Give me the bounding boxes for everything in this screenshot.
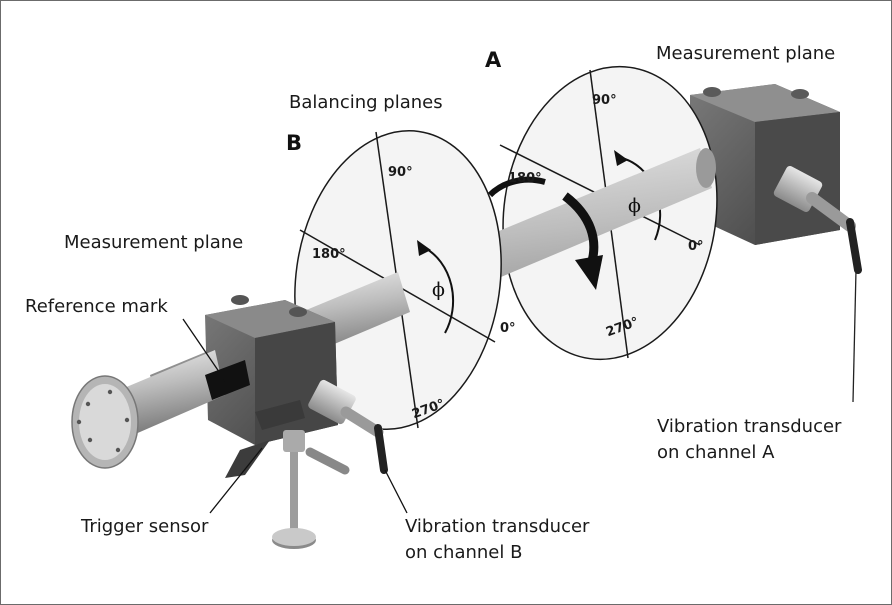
disc-b-phi-label: ϕ	[432, 279, 445, 301]
disc-a-0-label: 0°	[688, 239, 704, 254]
trigger-sensor-label: Trigger sensor	[81, 516, 209, 537]
balancing-planes-label: Balancing planes	[289, 92, 443, 113]
plane-b-letter: B	[286, 131, 303, 155]
trigger-sensor	[225, 400, 350, 549]
disc-a-phi-label: ϕ	[628, 195, 641, 217]
measurement-plane-left-label: Measurement plane	[64, 232, 244, 253]
vibration-transducer-a-label-line1: Vibration transducer	[657, 416, 842, 437]
reference-mark	[205, 360, 250, 400]
reference-mark-label: Reference mark	[25, 296, 168, 317]
disc-b-90-label: 90°	[388, 165, 413, 180]
disc-b-180-label: 180°	[312, 247, 346, 262]
disc-a-90-label: 90°	[592, 93, 617, 108]
vibration-transducer-b	[308, 379, 388, 474]
vibration-transducer-a-label-line2: on channel A	[657, 442, 775, 463]
plane-a-letter: A	[485, 48, 502, 72]
disc-b-0-label: 0°	[500, 321, 516, 336]
shaft-flange	[71, 350, 225, 469]
vibration-transducer-b-label-line2: on channel B	[405, 542, 523, 563]
vibration-transducer-a	[773, 166, 862, 403]
vibration-transducer-b-label-line1: Vibration transducer	[405, 516, 590, 537]
leader-lines	[182, 318, 408, 514]
rotation-arrow	[487, 176, 603, 290]
measurement-plane-top-label: Measurement plane	[656, 43, 836, 64]
disc-a-180-label: 180°	[508, 171, 542, 186]
